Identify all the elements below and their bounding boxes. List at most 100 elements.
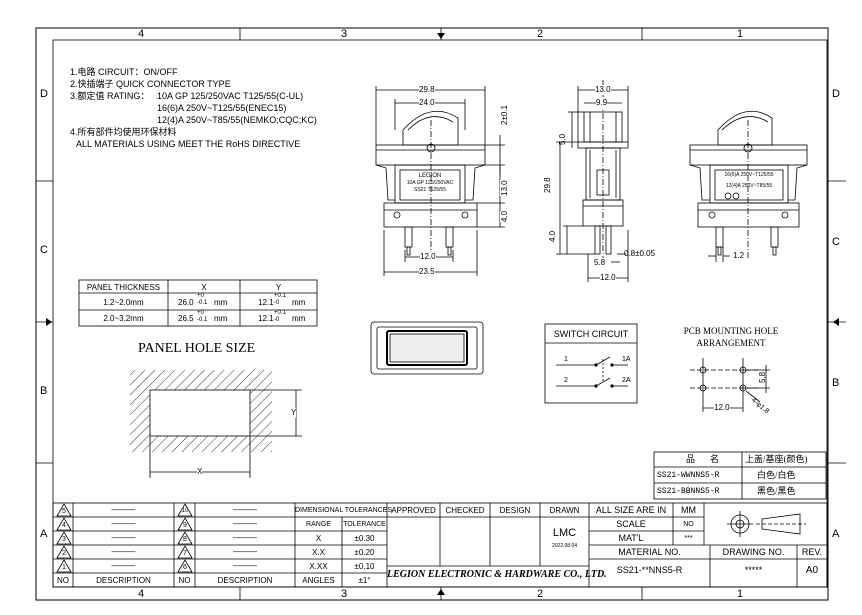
x-value-2: 26.5: [178, 314, 194, 323]
rear-dim-1-2: 1.2: [733, 251, 745, 260]
side-dim-13-0: 13.0: [595, 85, 611, 95]
rev-arrow-3: ———: [111, 533, 136, 542]
col-label-3: 3: [341, 28, 348, 40]
rev-num-1: 1: [62, 564, 66, 571]
pin-2a: 2A: [622, 377, 631, 384]
col-label-1-bottom: 1: [737, 588, 744, 600]
pin-1a: 1A: [622, 356, 631, 363]
color-header-color: 上盖/基座(颜色): [745, 454, 808, 464]
col-label-4: 4: [138, 28, 145, 40]
side-dim-9-9: 9.9: [596, 98, 608, 108]
pcb-dim-12-0: 12.0: [714, 403, 730, 413]
rev-num-2: 2: [62, 550, 66, 557]
x-unit-1: mm: [214, 298, 228, 307]
front-label-brand: LEGION: [418, 173, 442, 179]
thickness-header: PANEL THICKNESS: [86, 283, 161, 292]
pin-1: 1: [564, 356, 568, 363]
row-label-a: A: [40, 528, 48, 540]
note-rating-label: 3.额定值 RATING：: [70, 91, 150, 101]
y-value-1: 12.1: [258, 298, 274, 307]
side-dim-5-8: 5.8: [594, 258, 606, 268]
side-dim-5-0: 5.0: [558, 133, 567, 145]
material-no-label: MATERIAL NO.: [618, 547, 681, 557]
approved-header: APPROVED: [391, 506, 436, 515]
note-circuit: 1.电路 CIRCUIT：ON/OFF: [70, 67, 178, 77]
checked-header: CHECKED: [445, 506, 485, 515]
switch-circuit-title: SWITCH CIRCUIT: [553, 329, 629, 339]
y-tol-down-1: -0: [274, 300, 280, 306]
note-rating-2: 16(6)A 250V~T125/55(ENEC15): [157, 103, 287, 113]
thickness-row-1: 1.2~2.0mm: [103, 298, 144, 307]
rev-footer-no: NO: [57, 576, 69, 585]
drawing-no: *****: [744, 565, 763, 575]
tol-range-xxx: X.XX: [309, 562, 328, 571]
color-header-ming: 名: [710, 454, 720, 464]
note-materials-cn: 4.所有部件均使用环保材料: [70, 127, 177, 137]
design-header: DESIGN: [499, 506, 531, 515]
thickness-row-2: 2.0~3.2mm: [103, 314, 144, 323]
tol-range-xx: X.X: [312, 548, 325, 557]
scale-value: NO: [683, 521, 694, 528]
note-connector: 2.快插端子 QUICK CONNECTOR TYPE: [70, 79, 231, 89]
row-label-c: C: [40, 244, 48, 256]
note-rating-3: 12(4)A 250V~T85/55(NEMKO;CQC;KC): [157, 115, 317, 125]
color-row-1-color: 白色/白色: [757, 470, 796, 480]
rev-arrow-5: ———: [111, 505, 136, 514]
rev-num-10: 10: [181, 508, 189, 514]
rev-arrow-8: ———: [233, 533, 257, 542]
y-tol-up-2: +0.1: [274, 310, 286, 316]
side-dim-pin: 0.8±0.05: [624, 249, 656, 258]
col-label-3-bottom: 3: [341, 588, 348, 600]
company-name: LEGION ELECTRONIC & HARDWARE CO., LTD.: [387, 569, 607, 580]
row-label-d: D: [40, 88, 48, 100]
x-tol-down-1: -0.1: [197, 300, 208, 306]
color-row-2-part: SS21-BBNNS5-R: [657, 487, 720, 496]
rear-label-2: 12(4)A 250V~T85/55: [725, 183, 773, 189]
side-dim-12-0: 12.0: [600, 273, 616, 283]
col-label-4-bottom: 4: [138, 588, 145, 600]
panel-y-label: Y: [291, 408, 297, 418]
pin-2: 2: [564, 377, 568, 384]
y-unit-1: mm: [292, 298, 306, 307]
pcb-title-1: PCB MOUNTING HOLE: [683, 326, 779, 336]
front-label-rating: 10A GP 125/250VAC: [406, 180, 454, 186]
rev-arrow-6: ———: [233, 561, 257, 570]
rev-num-4: 4: [62, 522, 66, 529]
tol-value-xx: ±0.20: [354, 548, 375, 557]
drawn-header: DRAWN: [549, 506, 580, 515]
rev-value: A0: [805, 565, 819, 576]
tol-range-x: X: [315, 534, 322, 543]
drawing-no-label: DRAWING NO.: [722, 547, 785, 557]
mat-value: ***: [684, 535, 693, 542]
color-header-pin: 品: [686, 454, 696, 464]
rev-num-3: 3: [62, 536, 66, 543]
panel-hole-title: PANEL HOLE SIZE: [138, 341, 256, 356]
dim-23-5: 23.5: [419, 267, 435, 277]
panel-x-label: X: [197, 467, 203, 477]
tol-value-angles: ±1°: [358, 576, 371, 585]
pcb-dim-5-8: 5.8: [758, 371, 767, 383]
mat-label: MAT'L: [618, 533, 644, 543]
tolerance-title: DIMENSIONAL TOLERANCES: [295, 507, 393, 514]
color-row-2-color: 黑色/黑色: [757, 486, 796, 496]
note-materials-en: ALL MATERIALS USING MEET THE RoHS DIRECT…: [76, 139, 301, 149]
pcb-title-2: ARRANGEMENT: [696, 338, 766, 348]
rev-num-7: 7: [183, 550, 187, 557]
y-value-2: 12.1: [258, 314, 274, 323]
x-unit-2: mm: [214, 314, 228, 323]
rev-arrow-4: ———: [111, 519, 136, 528]
scale-label: SCALE: [616, 519, 646, 529]
x-tol-up-1: +0: [197, 293, 204, 299]
thickness-header-x: X: [201, 283, 207, 292]
row-label-b-right: B: [832, 377, 840, 389]
thickness-header-y: Y: [275, 283, 282, 292]
row-label-a-right: A: [832, 528, 840, 540]
row-label-b: B: [40, 385, 48, 397]
tol-value-xxx: ±0.10: [354, 562, 375, 571]
side-dim-4-0: 4.0: [548, 230, 557, 242]
col-label-2-bottom: 2: [537, 588, 544, 600]
rev-footer-no-2: NO: [178, 576, 191, 585]
x-tol-down-2: -0.1: [197, 317, 208, 323]
